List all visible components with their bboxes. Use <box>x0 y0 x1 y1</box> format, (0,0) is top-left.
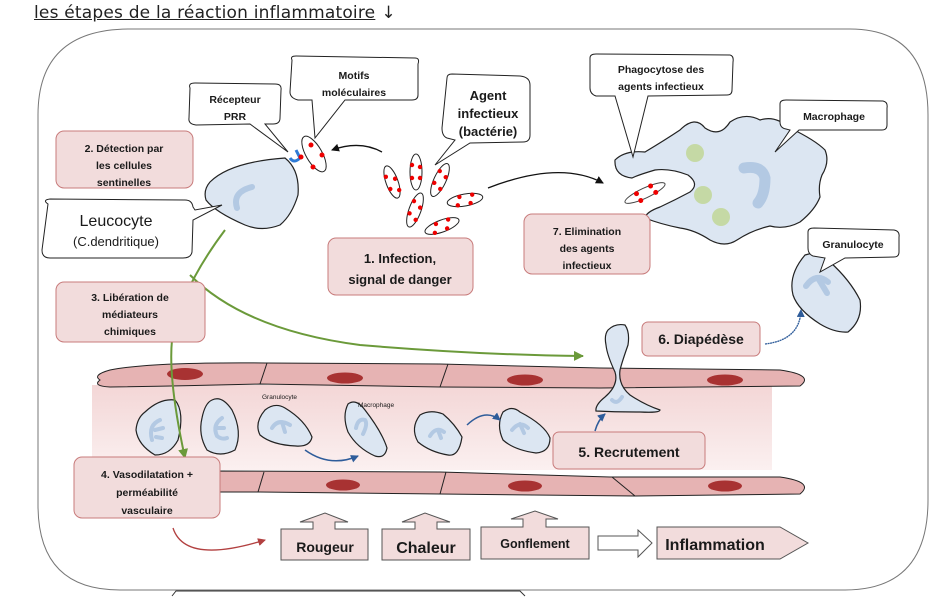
svg-text:chimiques: chimiques <box>104 326 156 338</box>
svg-text:3. Libération de: 3. Libération de <box>91 292 169 304</box>
svg-text:agents infectieux: agents infectieux <box>618 81 704 93</box>
granulocyte-cell <box>257 404 313 447</box>
symptom-chaleur: Chaleur <box>381 512 471 561</box>
svg-text:vasculaire: vasculaire <box>121 505 173 517</box>
svg-text:Granulocyte: Granulocyte <box>822 239 883 251</box>
svg-text:signal de danger: signal de danger <box>348 272 451 287</box>
svg-text:moléculaires: moléculaires <box>322 87 386 99</box>
migration-arrow <box>466 412 501 426</box>
granule <box>712 208 730 226</box>
vessel-wall-top <box>97 362 805 389</box>
symptom-gonflement: Gonflement <box>480 510 590 560</box>
phagocytosis-arrow <box>487 172 604 189</box>
migration-arrow <box>304 449 359 463</box>
callout-granulocyte: Granulocyte <box>807 227 900 274</box>
callout-macrophage: Macrophage <box>774 99 888 153</box>
bacterium <box>298 135 327 173</box>
result-inflammation: Inflammation <box>656 526 810 560</box>
symptom-rougeur: Rougeur <box>280 512 369 561</box>
migration-arrow <box>764 309 805 345</box>
svg-text:Agent: Agent <box>470 88 508 103</box>
step-4-vasodilatation[interactable]: 4. Vasodilatation + perméabilité vascula… <box>73 456 221 519</box>
svg-text:Motifs: Motifs <box>339 70 370 82</box>
svg-text:(C.dendritique): (C.dendritique) <box>73 234 159 249</box>
svg-text:2. Détection par: 2. Détection par <box>85 143 164 155</box>
callout-motifs: Motifs moléculaires <box>289 55 420 140</box>
callout-recepteur: Récepteur PRR <box>188 82 289 153</box>
blood-vessel <box>92 362 805 497</box>
svg-text:Phagocytose des: Phagocytose des <box>618 64 705 76</box>
svg-text:médiateurs: médiateurs <box>102 309 158 321</box>
vessel-cell-nucleus <box>707 374 743 386</box>
svg-text:Macrophage: Macrophage <box>803 111 865 123</box>
vessel-cell-nucleus <box>167 368 203 380</box>
vessel-cell-nucleus <box>708 480 742 492</box>
granule <box>694 186 712 204</box>
step-1-infection[interactable]: 1. Infection, signal de danger <box>327 237 474 296</box>
detection-arrow <box>331 143 383 153</box>
svg-text:infectieux: infectieux <box>562 260 611 272</box>
macrophage-cell <box>344 401 388 458</box>
dendritic-cell <box>204 149 302 230</box>
down-arrow-icon: ↓ <box>381 3 396 23</box>
callout-leucocyte: Leucocyte (C.dendritique) <box>41 198 223 259</box>
svg-text:1. Infection,: 1. Infection, <box>364 251 436 266</box>
vessel-cell-nucleus <box>327 372 363 384</box>
vessel-granulocyte-label: Granulocyte <box>262 394 297 401</box>
svg-text:les cellules: les cellules <box>96 160 152 172</box>
svg-text:5. Recrutement: 5. Recrutement <box>578 444 679 460</box>
svg-text:Rougeur: Rougeur <box>296 539 354 555</box>
svg-text:Récepteur: Récepteur <box>209 94 260 106</box>
prr-receptor <box>288 149 302 163</box>
diagram-frame <box>37 28 929 591</box>
svg-text:Inflammation: Inflammation <box>665 537 765 554</box>
granule <box>686 144 704 162</box>
macrophage <box>614 115 828 245</box>
step-2-detection[interactable]: 2. Détection par les cellules sentinelle… <box>55 130 194 189</box>
callout-phagocytose: Phagocytose des agents infectieux <box>589 53 734 159</box>
step-6-diapedese[interactable]: 6. Diapédèse <box>641 321 761 357</box>
partial-next-frame <box>171 590 526 597</box>
svg-text:6. Diapédèse: 6. Diapédèse <box>658 331 744 347</box>
engulfed-bacterium <box>624 182 666 204</box>
diapedesis-cell <box>595 323 661 413</box>
svg-text:(bactérie): (bactérie) <box>459 124 518 139</box>
leukocyte-cell <box>135 399 182 456</box>
svg-text:sentinelles: sentinelles <box>97 177 151 189</box>
symptoms-arrow <box>172 527 266 551</box>
svg-text:PRR: PRR <box>224 111 247 123</box>
granulocyte-cell <box>413 411 463 456</box>
vessel-cell-nucleus <box>508 480 542 492</box>
svg-text:Gonflement: Gonflement <box>500 537 570 551</box>
vessel-cell-nucleus <box>326 479 360 491</box>
migration-arrow <box>594 413 606 432</box>
svg-text:infectieux: infectieux <box>458 106 519 121</box>
svg-text:Chaleur: Chaleur <box>396 540 456 557</box>
diagram-heading: les étapes de la réaction inflammatoire↓ <box>34 3 396 23</box>
vessel-cell-nucleus <box>507 374 543 386</box>
vessel-macrophage-label: Macrophage <box>358 402 395 409</box>
svg-text:Leucocyte: Leucocyte <box>80 213 153 230</box>
svg-text:perméabilité: perméabilité <box>116 487 178 499</box>
step-5-recrutement[interactable]: 5. Recrutement <box>552 431 706 470</box>
mediator-arrow-diapedesis <box>189 274 584 361</box>
granulocyte-cell <box>498 407 551 454</box>
step-3-liberation[interactable]: 3. Libération de médiateurs chimiques <box>55 281 206 343</box>
leukocyte-cell <box>200 398 239 455</box>
callout-agent: Agent infectieux (bactérie) <box>434 73 531 166</box>
result-arrow-icon <box>597 528 653 559</box>
svg-text:4. Vasodilatation +: 4. Vasodilatation + <box>101 469 193 481</box>
heading-title[interactable]: les étapes de la réaction inflammatoire <box>34 3 376 23</box>
svg-text:7. Elimination: 7. Elimination <box>553 226 621 238</box>
bacteria-cluster <box>383 153 484 236</box>
svg-text:des agents: des agents <box>560 243 615 255</box>
step-7-elimination[interactable]: 7. Elimination des agents infectieux <box>523 213 651 275</box>
